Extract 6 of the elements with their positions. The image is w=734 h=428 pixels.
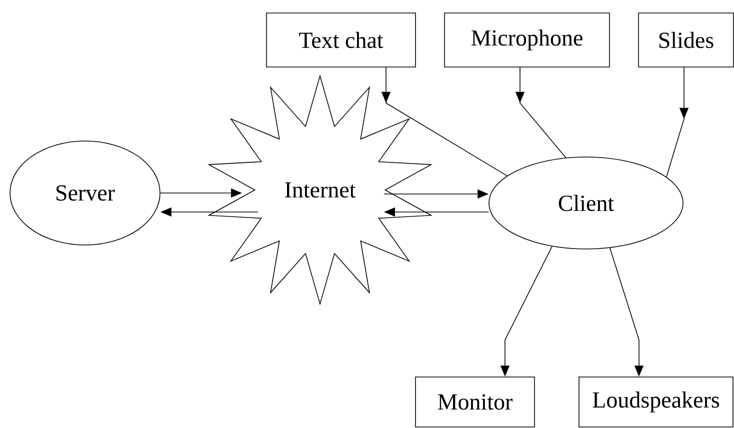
input-box: Text chat <box>266 12 416 68</box>
input-box: Slides <box>638 12 734 68</box>
output-box: Loudspeakers <box>578 376 734 428</box>
input-box: Microphone <box>444 12 610 68</box>
output-box: Monitor <box>415 376 535 428</box>
arrow <box>666 67 689 178</box>
